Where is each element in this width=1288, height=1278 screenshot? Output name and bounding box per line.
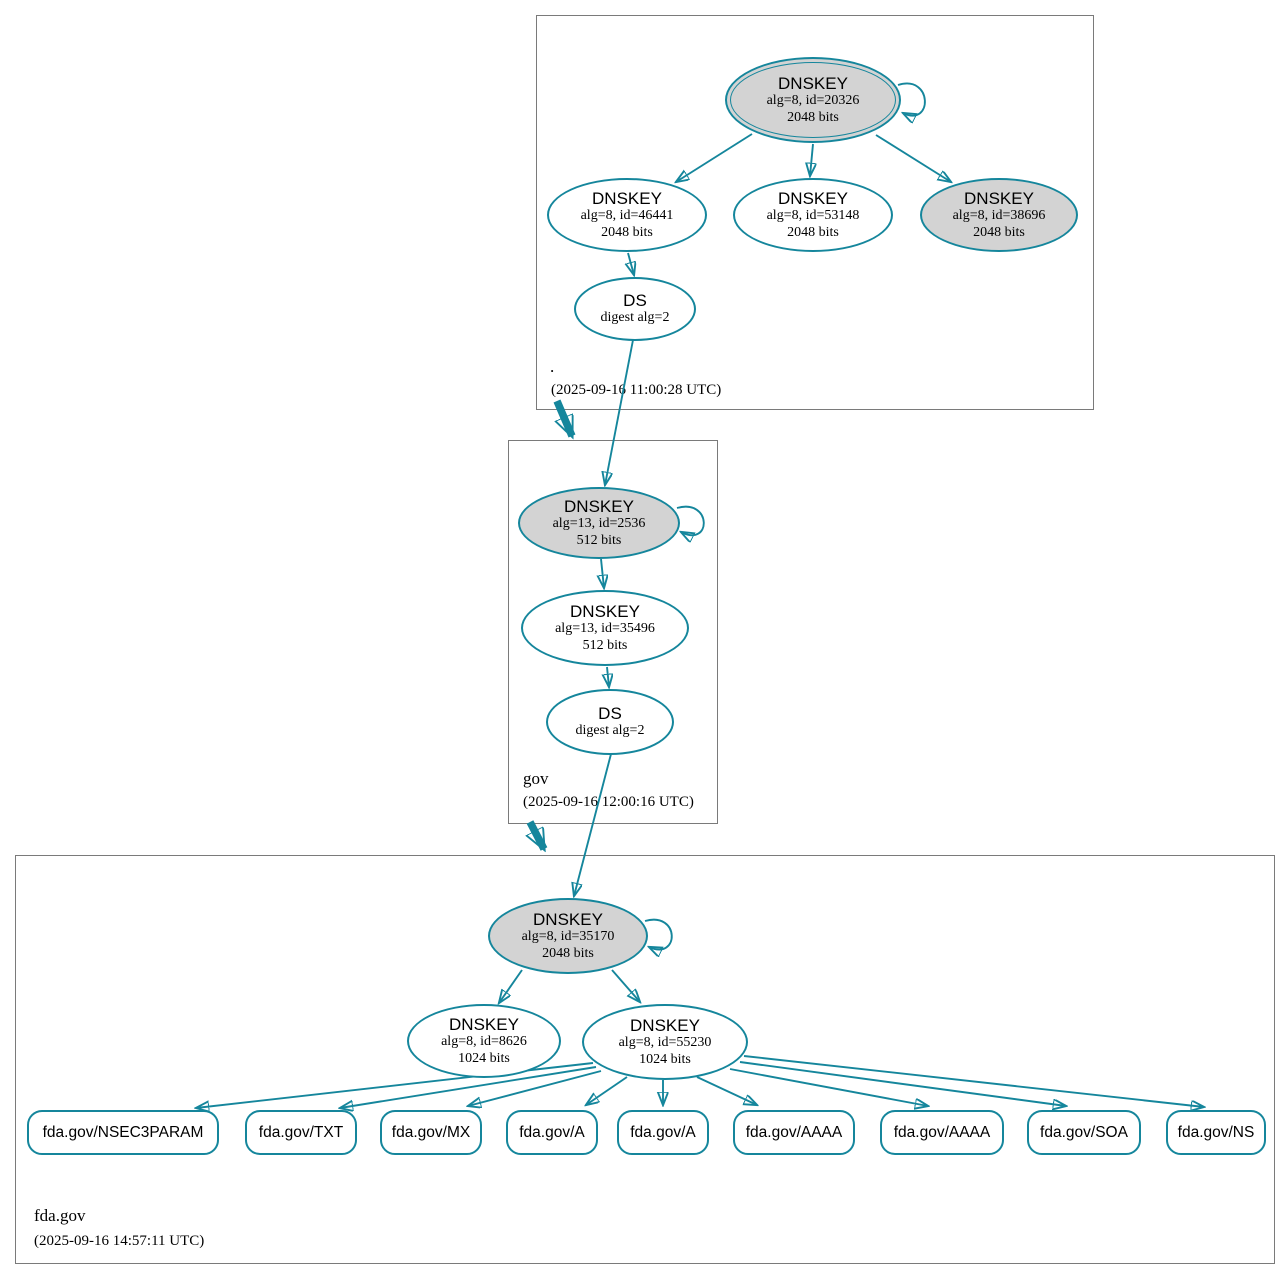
dnskey-node-root-ksk-20326[interactable]: DNSKEY alg=8, id=20326 2048 bits	[725, 57, 901, 143]
dnskey-node-fda-ksk-35170[interactable]: DNSKEY alg=8, id=35170 2048 bits	[488, 898, 648, 974]
zone-name-fda-gov: fda.gov	[34, 1206, 86, 1225]
rrset-node-fda-gov-txt[interactable]: fda.gov/TXT	[245, 1110, 357, 1155]
ds-node-root[interactable]: DS digest alg=2	[574, 277, 696, 341]
ds-node-gov[interactable]: DS digest alg=2	[546, 689, 674, 755]
double-border-ring	[730, 62, 896, 138]
zone-timestamp-gov: (2025-09-16 12:00:16 UTC)	[523, 794, 694, 810]
zone-timestamp-root: (2025-09-16 11:00:28 UTC)	[551, 382, 722, 398]
rrset-node-fda-gov-aaaa-2[interactable]: fda.gov/AAAA	[880, 1110, 1004, 1155]
rrset-node-fda-gov-aaaa-1[interactable]: fda.gov/AAAA	[733, 1110, 855, 1155]
dnskey-node-fda-zsk-55230[interactable]: DNSKEY alg=8, id=55230 1024 bits	[582, 1004, 748, 1080]
dnskey-node-root-zsk-53148[interactable]: DNSKEY alg=8, id=53148 2048 bits	[733, 178, 893, 252]
rrset-node-fda-gov-a-2[interactable]: fda.gov/A	[617, 1110, 709, 1155]
dnskey-node-fda-zsk-8626[interactable]: DNSKEY alg=8, id=8626 1024 bits	[407, 1004, 561, 1078]
dnskey-node-root-ksk-38696[interactable]: DNSKEY alg=8, id=38696 2048 bits	[920, 178, 1078, 252]
rrset-node-fda-gov-a-1[interactable]: fda.gov/A	[506, 1110, 598, 1155]
rrset-node-fda-gov-ns[interactable]: fda.gov/NS	[1166, 1110, 1266, 1155]
dnskey-node-gov-zsk-35496[interactable]: DNSKEY alg=13, id=35496 512 bits	[521, 590, 689, 666]
rrset-node-fda-gov-mx[interactable]: fda.gov/MX	[380, 1110, 482, 1155]
zone-timestamp-fda-gov: (2025-09-16 14:57:11 UTC)	[34, 1233, 205, 1249]
zone-name-root: .	[550, 357, 555, 376]
dnskey-node-gov-ksk-2536[interactable]: DNSKEY alg=13, id=2536 512 bits	[518, 487, 680, 559]
rrset-node-fda-gov-nsec3param[interactable]: fda.gov/NSEC3PARAM	[27, 1110, 219, 1155]
edge-gov-zone-to-fda-zone	[530, 820, 548, 849]
zone-name-gov: gov	[523, 769, 549, 788]
dnskey-node-root-zsk-46441[interactable]: DNSKEY alg=8, id=46441 2048 bits	[547, 178, 707, 252]
rrset-node-fda-gov-soa[interactable]: fda.gov/SOA	[1027, 1110, 1141, 1155]
